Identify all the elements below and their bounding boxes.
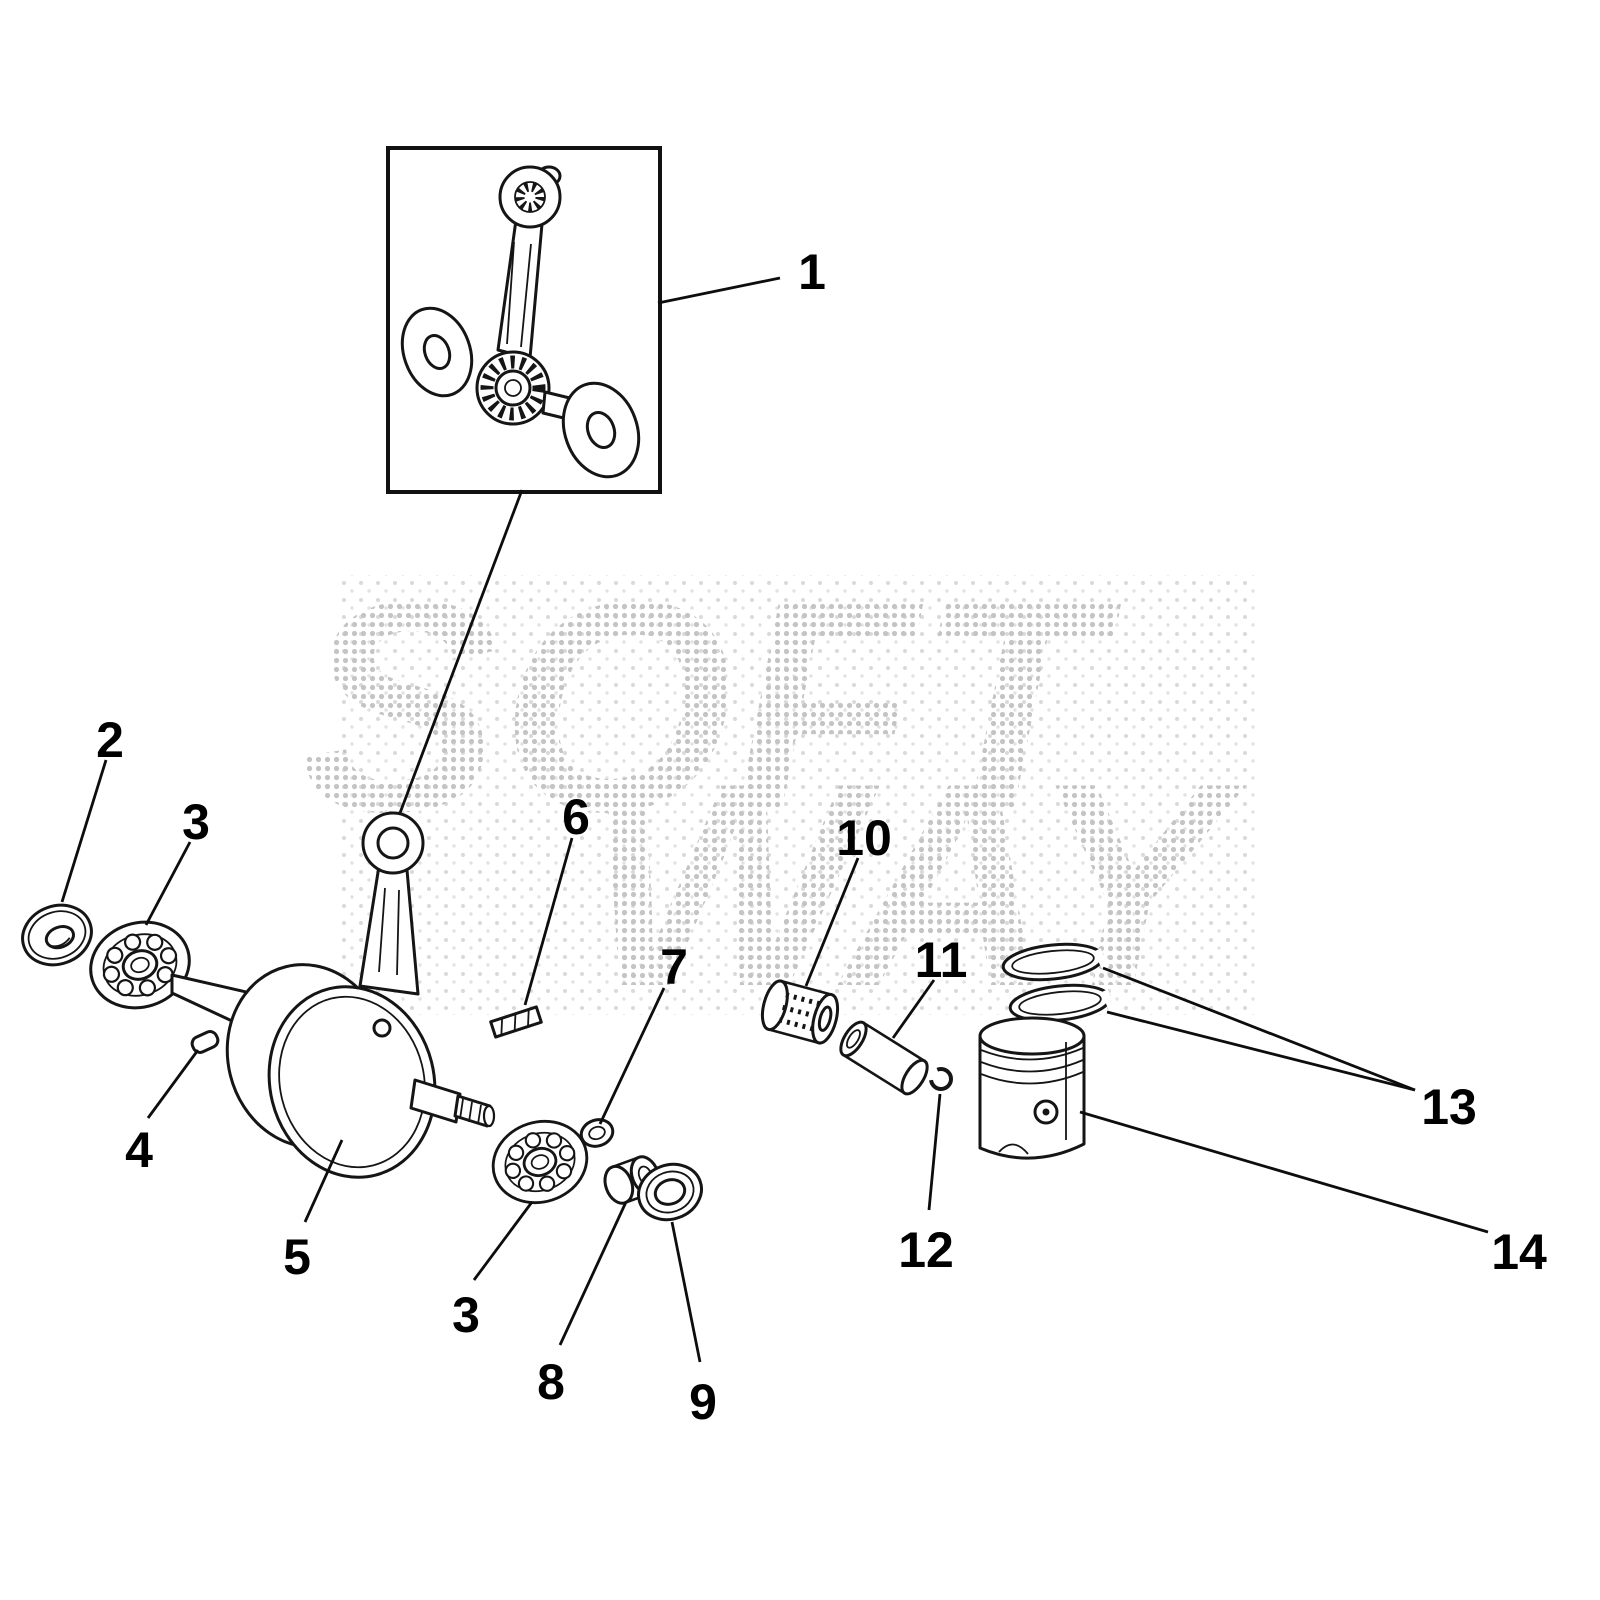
part-bearing-left	[77, 908, 203, 1022]
part-shim-ball	[579, 1118, 615, 1148]
inset-washer-icon	[400, 306, 474, 398]
part-piston	[978, 1016, 1086, 1160]
leader-line-13a	[1102, 966, 1416, 1092]
callout-7: 7	[660, 939, 688, 995]
part-pin-key	[190, 1030, 220, 1054]
leader-line-8	[558, 1201, 628, 1346]
callout-labels: 1 2 3 4 5 3 6 7 8 9 10 11 12 13 14	[96, 244, 1547, 1430]
leader-line-12	[927, 1093, 942, 1211]
callout-8: 8	[537, 1354, 565, 1410]
callout-4: 4	[125, 1122, 153, 1178]
watermark: SOFT WAY	[300, 538, 1255, 1047]
part-needle-cage	[760, 979, 840, 1045]
crank-web-hole	[372, 1018, 392, 1038]
leader-line-5	[303, 1139, 344, 1223]
callout-3b: 3	[452, 1287, 480, 1343]
leader-line-13b	[1106, 1010, 1416, 1092]
callout-13: 13	[1421, 1079, 1477, 1135]
leader-line-2	[60, 759, 108, 903]
part-crank-assembly-inset	[386, 146, 662, 494]
part-bearing-right	[481, 1107, 599, 1217]
callout-14: 14	[1491, 1224, 1547, 1280]
leader-line-10	[804, 857, 860, 987]
part-piston-pin	[839, 1020, 929, 1096]
leader-line-1	[657, 276, 781, 305]
inset-disc-icon	[561, 381, 641, 479]
callout-10: 10	[836, 810, 892, 866]
watermark-text-soft: SOFT	[300, 538, 1123, 874]
leader-line-3a	[144, 841, 192, 926]
part-circlip	[929, 1067, 953, 1091]
callout-11: 11	[915, 932, 968, 988]
watermark-noise	[340, 575, 1255, 1015]
crank-right-shaft	[409, 1078, 462, 1124]
leader-line-inset	[398, 489, 524, 814]
callout-1: 1	[798, 244, 826, 300]
inset-rod-small-end	[498, 165, 562, 229]
callout-5: 5	[283, 1229, 311, 1285]
callout-12: 12	[898, 1222, 954, 1278]
leader-line-14	[1079, 1110, 1489, 1234]
leader-line-11	[891, 979, 936, 1039]
leader-line-3b	[472, 1201, 534, 1281]
part-seal	[21, 903, 93, 967]
callout-3a: 3	[182, 794, 210, 850]
part-washer	[637, 1162, 703, 1222]
callout-9: 9	[689, 1374, 717, 1430]
watermark-text-way: WAY	[585, 723, 1248, 1047]
leader-line-7	[598, 987, 666, 1125]
leader-line-4	[146, 1049, 200, 1119]
part-woodruff-key	[489, 1005, 543, 1039]
leader-line-6	[523, 837, 574, 1006]
leader-line-9	[670, 1221, 702, 1363]
crank-web-front	[267, 985, 437, 1179]
leader-lines	[60, 276, 1489, 1363]
callout-2: 2	[96, 712, 124, 768]
part-crankshaft	[170, 811, 496, 1179]
callout-6: 6	[562, 789, 590, 845]
